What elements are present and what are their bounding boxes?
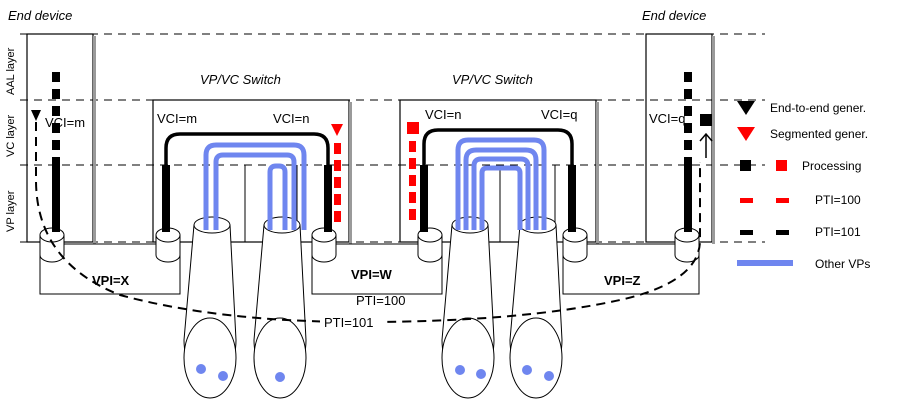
cylinder-4 — [509, 216, 563, 399]
red-dash-switch2 — [409, 141, 416, 220]
legend-red-dash-icon-1 — [740, 198, 753, 203]
segmented-gen-triangle — [331, 124, 343, 136]
vci-switch2-left: VCI=n — [425, 107, 462, 122]
pti101-label: PTI=101 — [324, 315, 374, 330]
legend-black-dash-icon-2 — [776, 230, 789, 235]
legend-processing: Processing — [802, 159, 861, 173]
left-device-stack — [52, 72, 60, 232]
layer-label-vp: VP layer — [5, 190, 17, 232]
vpi-z-label: VPI=Z — [604, 273, 641, 288]
legend-red-triangle-icon — [737, 127, 755, 141]
end-device-right-title: End device — [642, 8, 706, 23]
switch-1-title: VP/VC Switch — [200, 72, 281, 87]
cylinder-2 — [253, 216, 307, 399]
legend-end-to-end: End-to-end gener. — [770, 101, 866, 115]
cylinder-3 — [441, 216, 495, 399]
switch-2-title: VP/VC Switch — [452, 72, 533, 87]
layer-dividers — [20, 33, 765, 243]
legend-red-dash-icon-2 — [776, 198, 789, 203]
up-arrow — [699, 132, 713, 158]
vci-switch2-right: VCI=q — [541, 107, 578, 122]
right-device-stack — [684, 72, 692, 232]
pti100-label: PTI=100 — [356, 293, 406, 308]
vci-right-device: VCI=q — [649, 111, 686, 126]
legend-red-square-icon — [776, 160, 787, 171]
vpi-x-label: VPI=X — [92, 273, 130, 288]
end-device-left-shadow — [93, 36, 96, 244]
layer-label-aal: AAL layer — [5, 47, 17, 95]
vc-connections — [164, 128, 574, 230]
processing-square-right — [700, 114, 712, 126]
vci-switch1-left: VCI=m — [157, 111, 197, 126]
end-device-right-shadow — [712, 36, 715, 244]
vp-pillars — [162, 165, 576, 232]
cylinder-1 — [183, 216, 237, 399]
end-device-left-title: End device — [8, 8, 72, 23]
other-vp-paths — [203, 137, 547, 230]
cylinder-dots — [196, 364, 554, 382]
legend-pti101: PTI=101 — [815, 225, 861, 239]
legend-other-vps: Other VPs — [815, 257, 870, 271]
vpi-w-label: VPI=W — [351, 267, 393, 282]
layer-label-vc: VC layer — [5, 114, 17, 157]
legend-black-dash-icon-1 — [740, 230, 753, 235]
switch-1-shadow — [349, 102, 352, 244]
switch-2-shadow — [596, 102, 599, 244]
vci-switch1-right: VCI=n — [273, 111, 310, 126]
legend-black-triangle-icon — [737, 101, 755, 115]
legend-blue-line-icon — [737, 260, 793, 266]
end-to-end-gen-triangle — [31, 110, 41, 121]
legend: End-to-end gener. Segmented gener. Proce… — [737, 101, 870, 271]
red-dash-switch1 — [334, 143, 341, 222]
legend-segmented: Segmented gener. — [770, 127, 868, 141]
vci-left-device: VCI=m — [45, 115, 85, 130]
legend-pti100: PTI=100 — [815, 193, 861, 207]
port-cylinders — [183, 216, 563, 399]
legend-black-square-icon — [740, 160, 751, 171]
pti101-label-bg — [320, 314, 382, 330]
processing-square-switch2 — [407, 122, 419, 134]
